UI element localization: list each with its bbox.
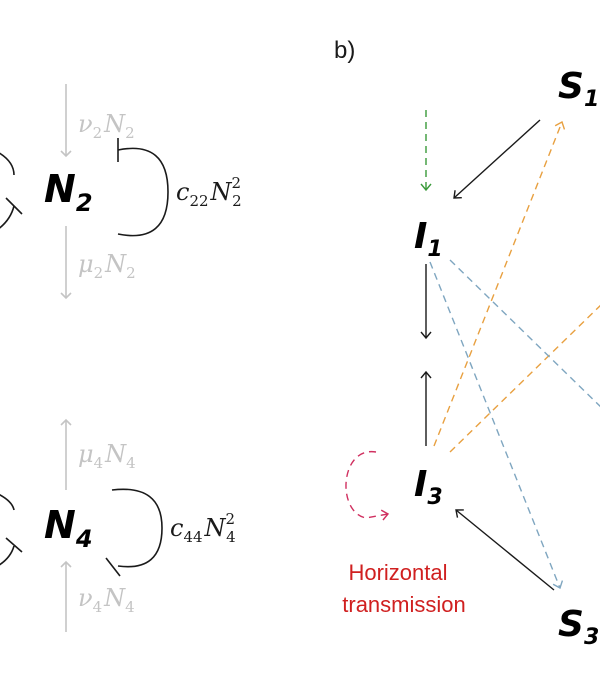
node-n4: N4 (44, 503, 93, 553)
label-mu2: μ2N2 (78, 250, 136, 282)
node-i1: I1 (414, 216, 443, 262)
arrow-blue-i1-offright (449, 259, 600, 408)
n2-left-arc-bottom (0, 205, 15, 229)
n4-self-inhibit-bar (105, 557, 121, 577)
annotation-line-2: transmission (342, 592, 465, 617)
n4-self-loop (111, 488, 163, 568)
label-nu4: ν4N4 (78, 584, 135, 616)
panel-label-b: b) (334, 37, 355, 64)
arrow-orange-i3-to-s1 (433, 120, 566, 447)
node-n2: N2 (44, 167, 93, 217)
n4-left-inhibit-tick (5, 537, 23, 553)
arrow-blue-i1-to-s3 (429, 261, 564, 590)
n2-left-arc-top (0, 152, 15, 176)
n2-self-loop (117, 147, 169, 237)
n4-left-arc-top (0, 494, 15, 511)
arrow-s3-to-i3 (455, 509, 555, 591)
arrow-s1-to-i1 (453, 119, 541, 199)
label-mu4: μ4N4 (78, 440, 136, 472)
node-s3: S3 (558, 604, 599, 650)
node-s1: S1 (558, 66, 599, 112)
node-i3: I3 (414, 464, 443, 510)
annotation-line-1: Horizontal (348, 560, 447, 585)
label-nu2: ν2N2 (78, 110, 135, 142)
loop-horizontal-transmission (345, 451, 390, 521)
arrow-orange-i3-offright (449, 304, 600, 453)
n2-left-inhibit-tick (5, 197, 23, 215)
n4-left-arc-bottom (0, 545, 15, 566)
